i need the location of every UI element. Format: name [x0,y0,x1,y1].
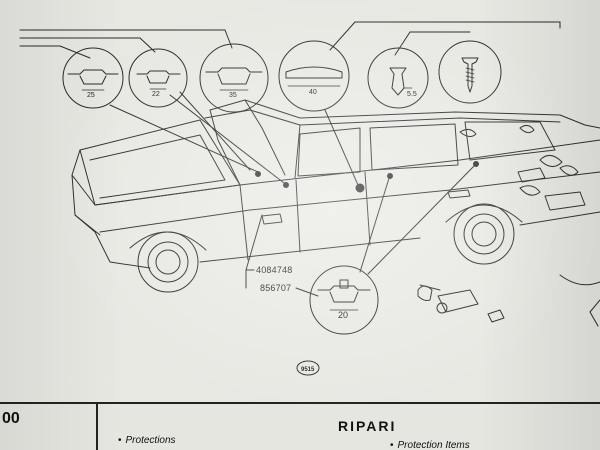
detail-circle-5 [367,47,429,109]
section-title: RIPARI [338,418,397,434]
header-leader-lines [19,21,561,59]
bullet-icon: • [390,440,394,450]
bullet-icon: • [118,435,122,446]
footer-divider [96,404,98,450]
dim-label-5: 5.5 [407,91,417,98]
model-number: 00 [2,410,20,427]
part-number-2: 856707 [260,283,292,293]
detail-circle-7 [309,265,379,335]
page-ref: 9515 [301,367,315,373]
detail-circle-2 [128,48,188,108]
station-wagon-outline [71,99,600,293]
part-number-1: 4084748 [256,265,293,275]
dim-label-1: 25 [87,92,95,99]
detail-circle-4 [278,40,350,112]
dim-label-4: 40 [309,89,317,96]
footer-item-left-label: Protections [125,435,176,446]
part-number-callout-lines [245,269,319,297]
exploded-parts [417,274,600,327]
dim-label-3: 35 [229,92,237,99]
footer-item-right-label: Protection Items [397,440,470,450]
detail-circle-1 [62,47,124,109]
fastener-points [255,161,479,193]
page-ref-oval [296,360,320,376]
footer-item-right: •Protection Items [390,440,470,450]
detail-circle-3 [199,43,269,113]
page-footer: 00 RIPARI •Protections •Protection Items [0,402,600,450]
detail-circle-6 [438,40,502,104]
footer-item-left: •Protections [118,435,176,446]
dim-label-2: 22 [152,91,160,98]
dim-label-6: 20 [338,310,348,320]
